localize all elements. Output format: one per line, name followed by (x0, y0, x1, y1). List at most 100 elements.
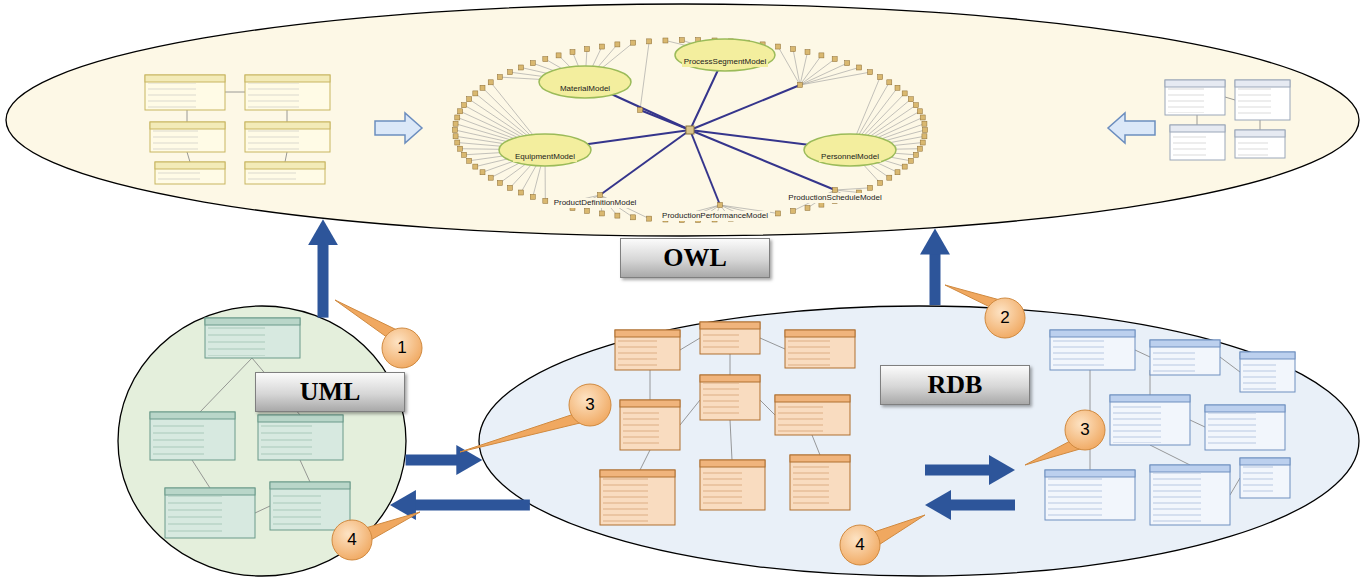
leaf-node (920, 115, 925, 120)
callout-holder: 4 (853, 535, 866, 555)
table-box (205, 318, 300, 358)
leaf-node (480, 170, 485, 175)
model-name: ProductionPerformanceModel (660, 211, 770, 221)
mapping-arrow (925, 465, 995, 476)
leaf-node (819, 53, 824, 58)
leaf-node (647, 39, 652, 44)
leaf-node (805, 205, 810, 210)
leaf-node (902, 164, 907, 169)
leaf-node (805, 50, 810, 55)
root-node (686, 126, 694, 134)
leaf-node (878, 180, 883, 185)
leaf-node (908, 158, 913, 163)
leaf-node (570, 50, 575, 55)
leaf-node (679, 38, 684, 43)
ellipse-outline (117, 305, 407, 577)
table-box (1170, 125, 1225, 160)
table-box (165, 488, 255, 538)
table-box (270, 482, 350, 530)
leaf-node (922, 134, 927, 139)
leaf-node (584, 208, 589, 213)
leaf-node (913, 103, 918, 108)
mapping-arrow (930, 249, 941, 306)
leaf-node (868, 70, 873, 75)
table-box (1240, 458, 1290, 498)
leaf-node (776, 44, 781, 49)
leaf-node (462, 152, 467, 157)
table-box (1205, 405, 1285, 450)
callout-holder: 2 (998, 308, 1011, 328)
leaf-node (473, 91, 478, 96)
callout-number: 4 (853, 535, 866, 555)
leaf-node (638, 108, 643, 113)
model-label-holder: ProductionScheduleModel (786, 186, 883, 204)
leaf-node (857, 65, 862, 70)
callout-holder: 3 (1078, 420, 1091, 440)
leaf-node (917, 109, 922, 114)
table-box (245, 122, 330, 152)
model-label-holder: PersonnelModel (819, 145, 881, 163)
leaf-node (791, 47, 796, 52)
leaf-node (718, 203, 723, 208)
table-box (1150, 340, 1220, 375)
table-box (145, 75, 225, 110)
leaf-node (507, 70, 512, 75)
leaf-node (902, 91, 907, 96)
leaf-node (922, 121, 927, 126)
callout-holder: 1 (395, 338, 408, 358)
leaf-node (631, 40, 636, 45)
table-box (155, 162, 225, 184)
model-name: ProcessSegmentModel (682, 57, 769, 67)
leaf-node (488, 80, 493, 85)
ellipse-outline (5, 3, 1360, 237)
leaf-node (507, 185, 512, 190)
model-label-holder: ProductionPerformanceModel (660, 204, 770, 222)
table-box (1235, 130, 1285, 158)
table-box (1110, 395, 1190, 445)
table-box (1045, 470, 1135, 520)
leaf-node (556, 53, 561, 58)
model-ellipse (539, 66, 631, 98)
model-label-holder: MaterialModel (558, 77, 612, 95)
leaf-node (488, 175, 493, 180)
leaf-node (518, 190, 523, 195)
leaf-node (530, 194, 535, 199)
leaf-node (923, 128, 928, 133)
leaf-node (845, 61, 850, 66)
relation-line (1260, 120, 1261, 130)
leaf-node (462, 103, 467, 108)
relation-line (730, 354, 731, 375)
leaf-node (518, 65, 523, 70)
leaf-node (833, 188, 838, 193)
leaf-node (776, 211, 781, 216)
callout-number: 2 (998, 308, 1011, 328)
region-label: RDB (880, 365, 1030, 405)
leaf-node (920, 140, 925, 145)
table-box (1240, 352, 1295, 392)
region-ellipse: RDB (478, 305, 1360, 577)
leaf-node (497, 180, 502, 185)
mapping-arrow (318, 239, 329, 317)
table-box (600, 470, 675, 525)
model-label-holder: EquipmentModel (513, 145, 577, 163)
leaf-node (530, 61, 535, 66)
leaf-node (453, 134, 458, 139)
leaf-node (913, 152, 918, 157)
leaf-node (598, 193, 603, 198)
table-box (258, 415, 343, 460)
table-box (620, 400, 680, 450)
leaf-node (832, 57, 837, 62)
mapping-arrow (410, 500, 530, 511)
leaf-node (917, 146, 922, 151)
table-box (615, 330, 680, 370)
leaf-node (887, 80, 892, 85)
table-box (150, 122, 225, 152)
table-box (245, 162, 325, 184)
callout-number: 3 (583, 395, 596, 415)
leaf-node (455, 115, 460, 120)
table-box (1050, 330, 1135, 370)
leaf-node (467, 97, 472, 102)
mapping-arrow (945, 500, 1015, 511)
leaf-node (584, 47, 589, 52)
